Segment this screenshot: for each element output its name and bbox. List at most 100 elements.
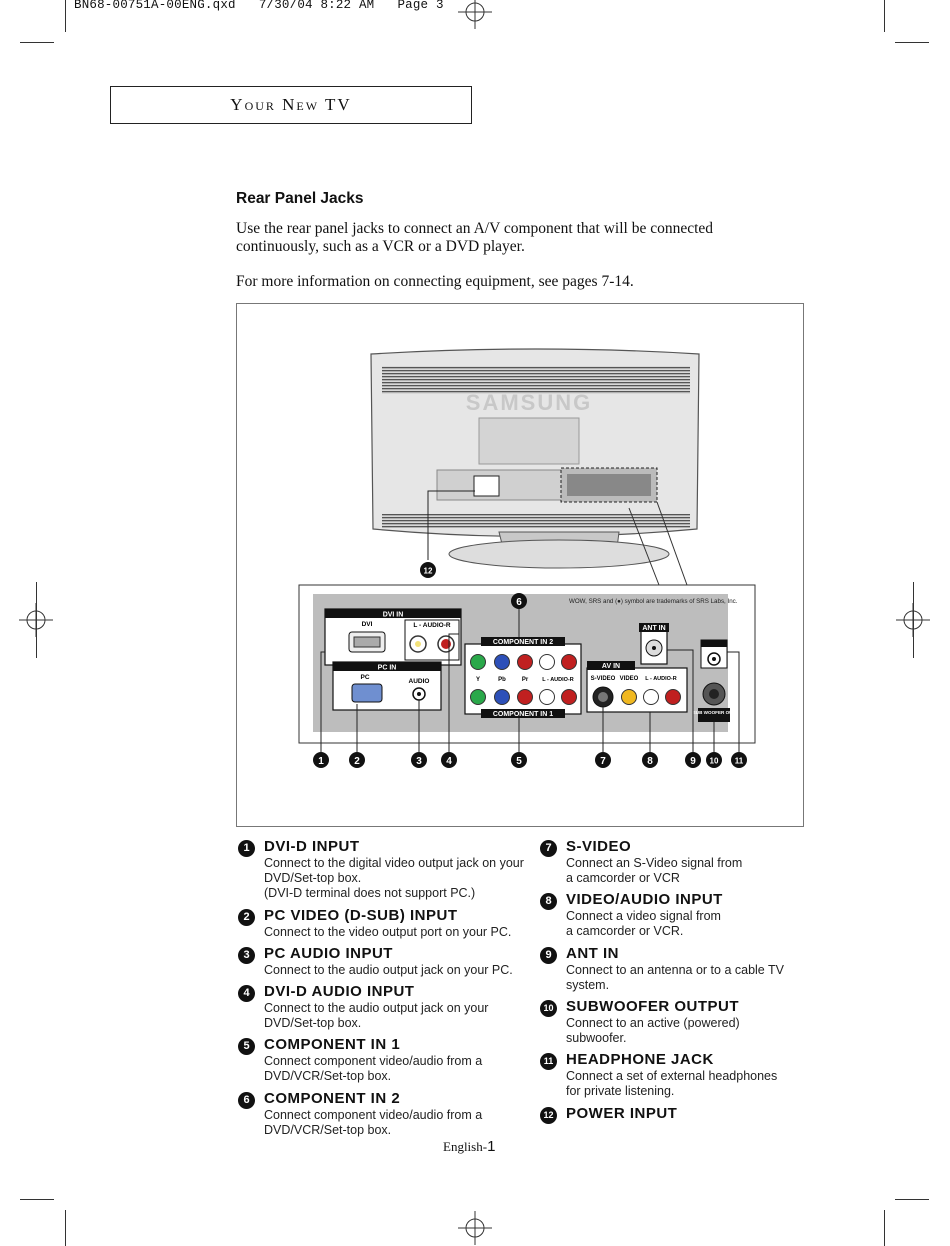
list-item: 11 HEADPHONE JACK Connect a set of exter… <box>540 1051 810 1101</box>
print-slug: BN68-00751A-00ENG.qxd 7/30/04 8:22 AM Pa… <box>74 0 444 12</box>
callout-6 <box>511 593 527 609</box>
rca-jack-icon <box>561 654 577 670</box>
page-footer: English-1 <box>443 1138 495 1155</box>
label-video: VIDEO <box>620 676 639 682</box>
trademark-note: WOW, SRS and (●) symbol are trademarks o… <box>569 598 738 605</box>
rca-jack-icon <box>539 654 555 670</box>
item-number: 10 <box>540 1000 557 1017</box>
intro-paragraph: Use the rear panel jacks to connect an A… <box>236 220 714 255</box>
footer-language: English- <box>443 1139 488 1154</box>
item-description: Connect a video signal from a camcorder … <box>566 909 721 938</box>
label-av-in: AV IN <box>602 663 620 670</box>
page-number: 1 <box>487 1138 496 1155</box>
list-item: 4 DVI-D AUDIO INPUT Connect to the audio… <box>238 983 538 1033</box>
list-item: 6 COMPONENT IN 2 Connect component video… <box>238 1090 538 1140</box>
label-pc-audio: AUDIO <box>409 678 430 685</box>
callout-4 <box>441 752 457 768</box>
item-title: DVI-D AUDIO INPUT <box>264 983 415 1000</box>
item-number: 6 <box>238 1092 255 1109</box>
svg-text:1: 1 <box>318 756 324 767</box>
item-description: Connect component video/audio from a DVD… <box>264 1054 483 1083</box>
item-description: Connect to the digital video output jack… <box>264 856 524 900</box>
rca-jack-icon <box>470 654 486 670</box>
item-title: HEADPHONE JACK <box>566 1051 714 1068</box>
svg-text:5: 5 <box>516 756 522 767</box>
rca-jack-icon <box>539 689 555 705</box>
crop-mark <box>895 42 929 43</box>
item-number: 3 <box>238 947 255 964</box>
label-pc-in: PC IN <box>378 665 397 672</box>
label-subwoofer-out: SUB WOOFER OUT <box>693 710 736 715</box>
label-y: Y <box>476 677 480 683</box>
item-number: 4 <box>238 985 255 1002</box>
callout-line <box>427 490 475 560</box>
item-description: Connect to the video output port on your… <box>264 925 512 939</box>
callout-5 <box>511 752 527 768</box>
item-number: 9 <box>540 947 557 964</box>
rca-jack-icon <box>643 689 659 705</box>
list-item: 10 SUBWOOFER OUTPUT Connect to an active… <box>540 998 810 1048</box>
item-title: COMPONENT IN 1 <box>264 1036 401 1053</box>
chapter-header: Your New TV <box>110 86 472 124</box>
crop-mark <box>65 1210 66 1246</box>
crop-mark <box>884 0 885 32</box>
item-title: PC VIDEO (D-SUB) INPUT <box>264 907 458 924</box>
crop-mark <box>20 1199 54 1200</box>
section-title: Rear Panel Jacks <box>236 190 364 207</box>
item-description: Connect to an active (powered) subwoofer… <box>566 1016 740 1045</box>
item-title: S-VIDEO <box>566 838 632 855</box>
callout-1 <box>313 752 329 768</box>
chapter-title: Your New TV <box>230 95 352 114</box>
crop-mark <box>36 582 37 658</box>
rca-jack-icon <box>494 689 510 705</box>
svg-text:4: 4 <box>446 756 452 767</box>
ant-in-group: ANT IN <box>639 623 669 665</box>
crop-mark <box>20 42 54 43</box>
crop-mark <box>913 582 914 658</box>
list-item: 5 COMPONENT IN 1 Connect component video… <box>238 1036 538 1086</box>
callout-11 <box>731 752 747 768</box>
list-item: 3 PC AUDIO INPUT Connect to the audio ou… <box>238 945 538 981</box>
svg-text:9: 9 <box>690 756 696 767</box>
item-title: DVI-D INPUT <box>264 838 360 855</box>
label-dvi-in: DVI IN <box>383 612 404 619</box>
item-number: 7 <box>540 840 557 857</box>
item-description: Connect a set of external headphones for… <box>566 1069 778 1098</box>
av-in-group: AV IN S-VIDEO VIDEO L - AUDIO-R <box>586 661 688 713</box>
list-item: 2 PC VIDEO (D-SUB) INPUT Connect to the … <box>238 907 538 943</box>
item-title: ANT IN <box>566 945 619 962</box>
callout-9 <box>685 752 701 768</box>
rca-jack-icon <box>517 654 533 670</box>
item-description: Connect to the audio output jack on your… <box>264 963 513 977</box>
item-number: 1 <box>238 840 255 857</box>
list-item: 8 VIDEO/AUDIO INPUT Connect a video sign… <box>540 891 810 941</box>
list-item: 9 ANT IN Connect to an antenna or to a c… <box>540 945 810 995</box>
callout-numbers: 1 2 3 4 5 6 7 8 9 10 11 12 <box>313 562 747 768</box>
rca-jack-icon <box>665 689 681 705</box>
item-description: Connect to an antenna or to a cable TV s… <box>566 963 784 992</box>
callout-lines <box>320 607 740 752</box>
label-dvi: DVI <box>362 621 373 628</box>
label-component-audio: L - AUDIO-R <box>542 677 573 683</box>
svg-text:12: 12 <box>424 567 433 576</box>
crop-mark <box>65 0 66 32</box>
label-pr: Pr <box>522 677 529 683</box>
label-ant-in: ANT IN <box>642 625 665 632</box>
svg-text:8: 8 <box>647 756 653 767</box>
item-title: SUBWOOFER OUTPUT <box>566 998 739 1015</box>
dvi-in-group: DVI IN DVI L - AUDIO-R <box>324 608 462 666</box>
label-pc: PC <box>360 674 369 681</box>
callout-7 <box>595 752 611 768</box>
svg-text:7: 7 <box>600 756 606 767</box>
svg-text:10: 10 <box>710 757 719 766</box>
rear-panel-figure: SAMSUNG WOW, SRS and (●) symbol are trad… <box>236 303 804 827</box>
more-info-paragraph: For more information on connecting equip… <box>236 273 634 290</box>
zoom-line <box>628 507 660 586</box>
crop-mark <box>884 1210 885 1246</box>
tv-back-illustration: SAMSUNG <box>370 348 700 569</box>
item-number: 8 <box>540 893 557 910</box>
list-item: 12 POWER INPUT <box>540 1105 810 1129</box>
list-item: 1 DVI-D INPUT Connect to the digital vid… <box>238 838 538 900</box>
item-number: 5 <box>238 1038 255 1055</box>
rear-panel-diagram: SAMSUNG WOW, SRS and (●) symbol are trad… <box>298 348 756 768</box>
